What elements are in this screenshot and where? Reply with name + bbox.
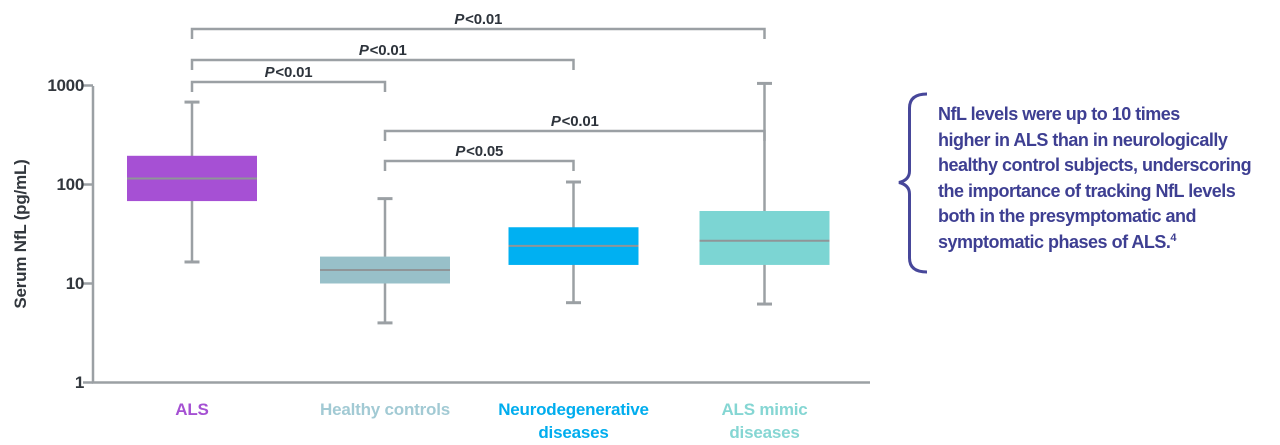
sig-label-3: P<0.01 xyxy=(550,113,599,130)
callout-text: NfL levels were up to 10 times higher in … xyxy=(938,102,1252,255)
category-label-line: ALS mimic xyxy=(721,400,808,419)
sig-label-1: P<0.01 xyxy=(358,42,407,59)
sig-label-2: P<0.01 xyxy=(264,64,313,81)
sig-bracket-2 xyxy=(190,80,387,92)
callout-line: NfL levels were up to 10 times xyxy=(938,104,1180,124)
category-label-healthy-controls: Healthy controls xyxy=(275,398,495,421)
sig-bracket-3 xyxy=(383,129,766,141)
category-label-line: ALS xyxy=(175,400,209,419)
callout-line: the importance of tracking NfL levels xyxy=(938,180,1236,201)
sig-bracket-4 xyxy=(383,159,575,171)
sig-label-4: P<0.05 xyxy=(455,143,504,160)
callout-line: healthy control subjects, underscoring xyxy=(938,155,1252,175)
y-tick-label-10: 10 xyxy=(65,273,85,293)
box-als-mimic-diseases xyxy=(699,210,830,265)
category-label-line: Healthy controls xyxy=(320,400,450,419)
category-label-line: diseases xyxy=(538,423,609,442)
sig-label-0: P<0.01 xyxy=(454,11,503,28)
y-tick-label-1: 1 xyxy=(74,372,84,392)
sig-bracket-1 xyxy=(190,58,575,70)
y-tick-label-1000: 1000 xyxy=(47,75,84,95)
y-axis-title: Serum NfL (pg/mL) xyxy=(11,159,30,309)
category-label-als: ALS xyxy=(82,398,302,421)
callout-line: both in the presymptomatic and xyxy=(938,206,1197,226)
category-label-line: diseases xyxy=(729,423,800,442)
y-tick-label-100: 100 xyxy=(56,174,85,194)
callout-brace xyxy=(898,92,928,274)
sig-bracket-0 xyxy=(190,27,766,39)
category-label-neurodegenerative-diseases: Neurodegenerative diseases xyxy=(464,398,684,444)
reference-superscript: 4 xyxy=(1170,231,1177,244)
category-label-als-mimic-diseases: ALS mimic diseases xyxy=(655,398,875,444)
callout-line: higher in ALS than in neurologically xyxy=(938,129,1228,150)
callout-line: symptomatic phases of ALS.4 xyxy=(938,231,1177,252)
category-label-line: Neurodegenerative xyxy=(498,400,649,419)
